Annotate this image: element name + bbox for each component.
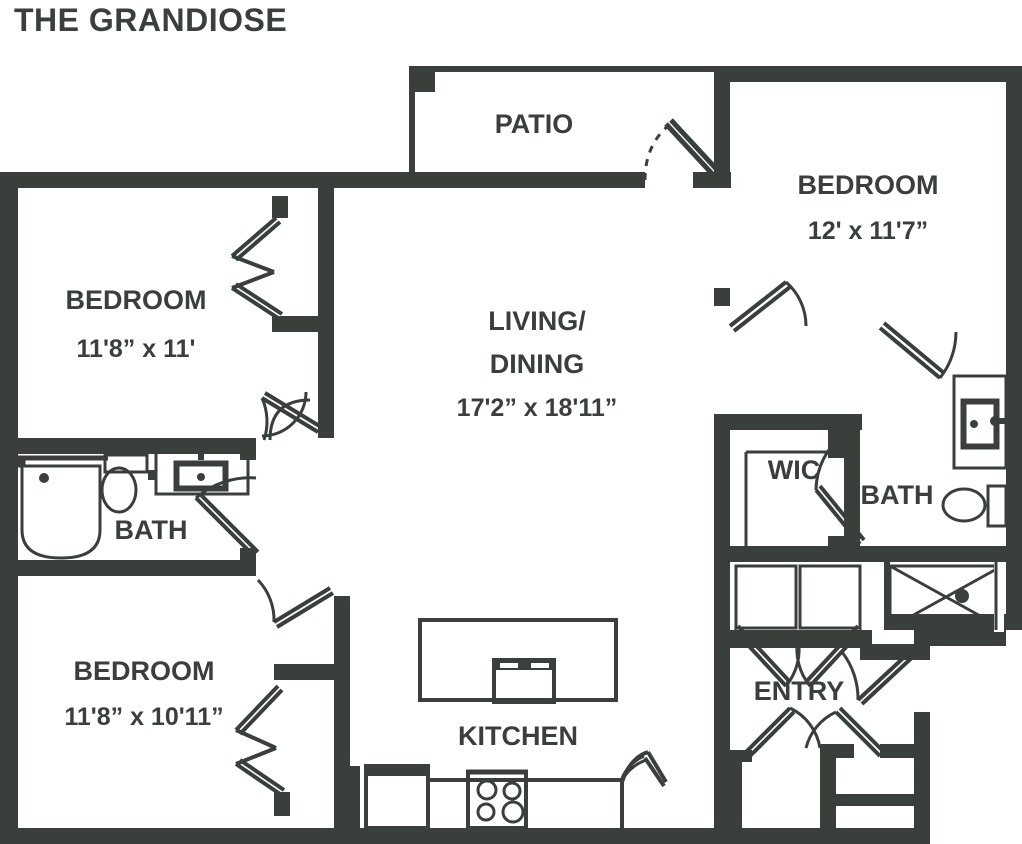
wall-top-right-bedroom-left <box>714 66 730 178</box>
wall-left-bath-right-upper <box>240 438 256 460</box>
wall-tl-bedroom-right <box>318 188 334 438</box>
door-wic <box>814 432 866 546</box>
wall-bottom-exterior <box>0 828 930 844</box>
kitchen-door-swing-right <box>620 750 668 784</box>
label-wic: WIC <box>768 455 820 485</box>
cooktop-range <box>466 769 528 830</box>
door-right-bath <box>878 321 958 380</box>
wall-left-exterior <box>0 172 18 844</box>
wall-right-bath-bottom2 <box>884 614 1006 630</box>
patio-wall-left <box>409 66 415 178</box>
label-bedroom-top-right-name: BEDROOM <box>798 170 939 200</box>
refrigerator <box>364 764 430 830</box>
walls <box>0 66 1022 844</box>
label-kitchen: KITCHEN <box>458 721 578 751</box>
wall-living-top-right-stub <box>693 172 731 188</box>
door-closet-double-swing <box>732 624 864 688</box>
kitchen-wall-nub <box>352 778 360 822</box>
label-bedroom-bottom-left-dim: 11'8” x 10'11” <box>64 703 223 731</box>
wall-right-bath-bottom <box>860 546 1006 562</box>
door-entry-front <box>840 646 920 706</box>
wall-tl-closet-jog <box>272 316 320 332</box>
door-entry-closet-right <box>804 706 886 758</box>
door-left-bath <box>194 476 260 558</box>
room-labels: BEDROOM 11'8” x 11' BEDROOM 11'8” x 10'1… <box>64 109 938 751</box>
door-closet-tl-bedroom-bifold <box>230 216 284 320</box>
door-closet-bl-bedroom-bifold <box>234 684 286 796</box>
door-tr-bedroom <box>728 280 808 333</box>
label-bedroom-top-left-dim: 11'8” x 11' <box>77 335 196 363</box>
door-head-tl-bedroom <box>318 424 334 438</box>
fixtures-and-details <box>16 118 1008 830</box>
wall-right-hall-vertical <box>714 414 730 644</box>
wall-entry-closet-mid <box>820 744 836 828</box>
wall-left-bath-bottom <box>0 560 256 576</box>
wall-entry-closet-mid-top <box>820 744 854 758</box>
wall-bl-closet-head <box>274 792 290 816</box>
wall-tl-closet-head <box>272 196 288 218</box>
door-patio <box>643 118 723 181</box>
label-bath-right: BATH <box>861 480 934 510</box>
wall-right-exterior <box>1006 66 1022 630</box>
vanity-sink-left-bath <box>148 448 250 496</box>
shower-right-bath <box>888 562 1004 632</box>
wall-top-right-bedroom-top <box>729 66 1022 82</box>
toilet-left-bath <box>100 453 149 514</box>
wall-hall-door-head-1 <box>714 288 730 306</box>
wall-bl-closet-jog <box>274 664 334 680</box>
wall-left-bath-top <box>0 438 256 454</box>
door-head-bl-bedroom <box>334 596 350 610</box>
label-living-dining-dim: 17'2” x 18'11” <box>457 394 618 422</box>
wall-right-bath-left <box>844 414 860 562</box>
toilet-right-bath <box>941 484 1008 528</box>
label-bedroom-top-left-name: BEDROOM <box>66 285 207 315</box>
label-patio: PATIO <box>495 109 574 139</box>
door-bl-bedroom <box>256 578 335 629</box>
label-bath-left: BATH <box>115 515 188 545</box>
wall-entry-closet-left <box>726 750 742 828</box>
bathtub <box>16 455 108 560</box>
wall-right-bath-shower-divider <box>884 562 890 630</box>
kitchen-island-sink <box>418 618 618 704</box>
label-bedroom-top-right-dim: 12' x 11'7” <box>808 217 928 245</box>
wall-entry-closet-shelf <box>836 794 914 806</box>
patio-wall-top <box>409 66 729 72</box>
wall-bl-bedroom-right <box>334 596 350 844</box>
label-entry: ENTRY <box>754 676 845 706</box>
wall-living-top <box>0 172 645 188</box>
door-entry-closet-left <box>740 706 822 762</box>
closet-double-door <box>734 564 862 630</box>
wall-entry-closet-right-top <box>880 744 914 758</box>
wall-wic-bottom <box>714 546 860 562</box>
label-bedroom-bottom-left-name: BEDROOM <box>74 656 215 686</box>
wall-wic-top <box>714 414 844 430</box>
label-living-dining-line2: DINING <box>490 349 585 379</box>
vanity-sink-right-bath <box>952 374 1008 470</box>
label-living-dining-line1: LIVING/ <box>488 306 586 336</box>
wall-entry-top-right <box>860 644 930 660</box>
wall-entry-right <box>914 712 930 844</box>
wall-right-lower-exterior <box>914 630 1006 646</box>
wic-shelving <box>744 450 828 546</box>
page-title: THE GRANDIOSE <box>14 2 288 38</box>
door-tl-bedroom-leaf <box>260 391 323 441</box>
